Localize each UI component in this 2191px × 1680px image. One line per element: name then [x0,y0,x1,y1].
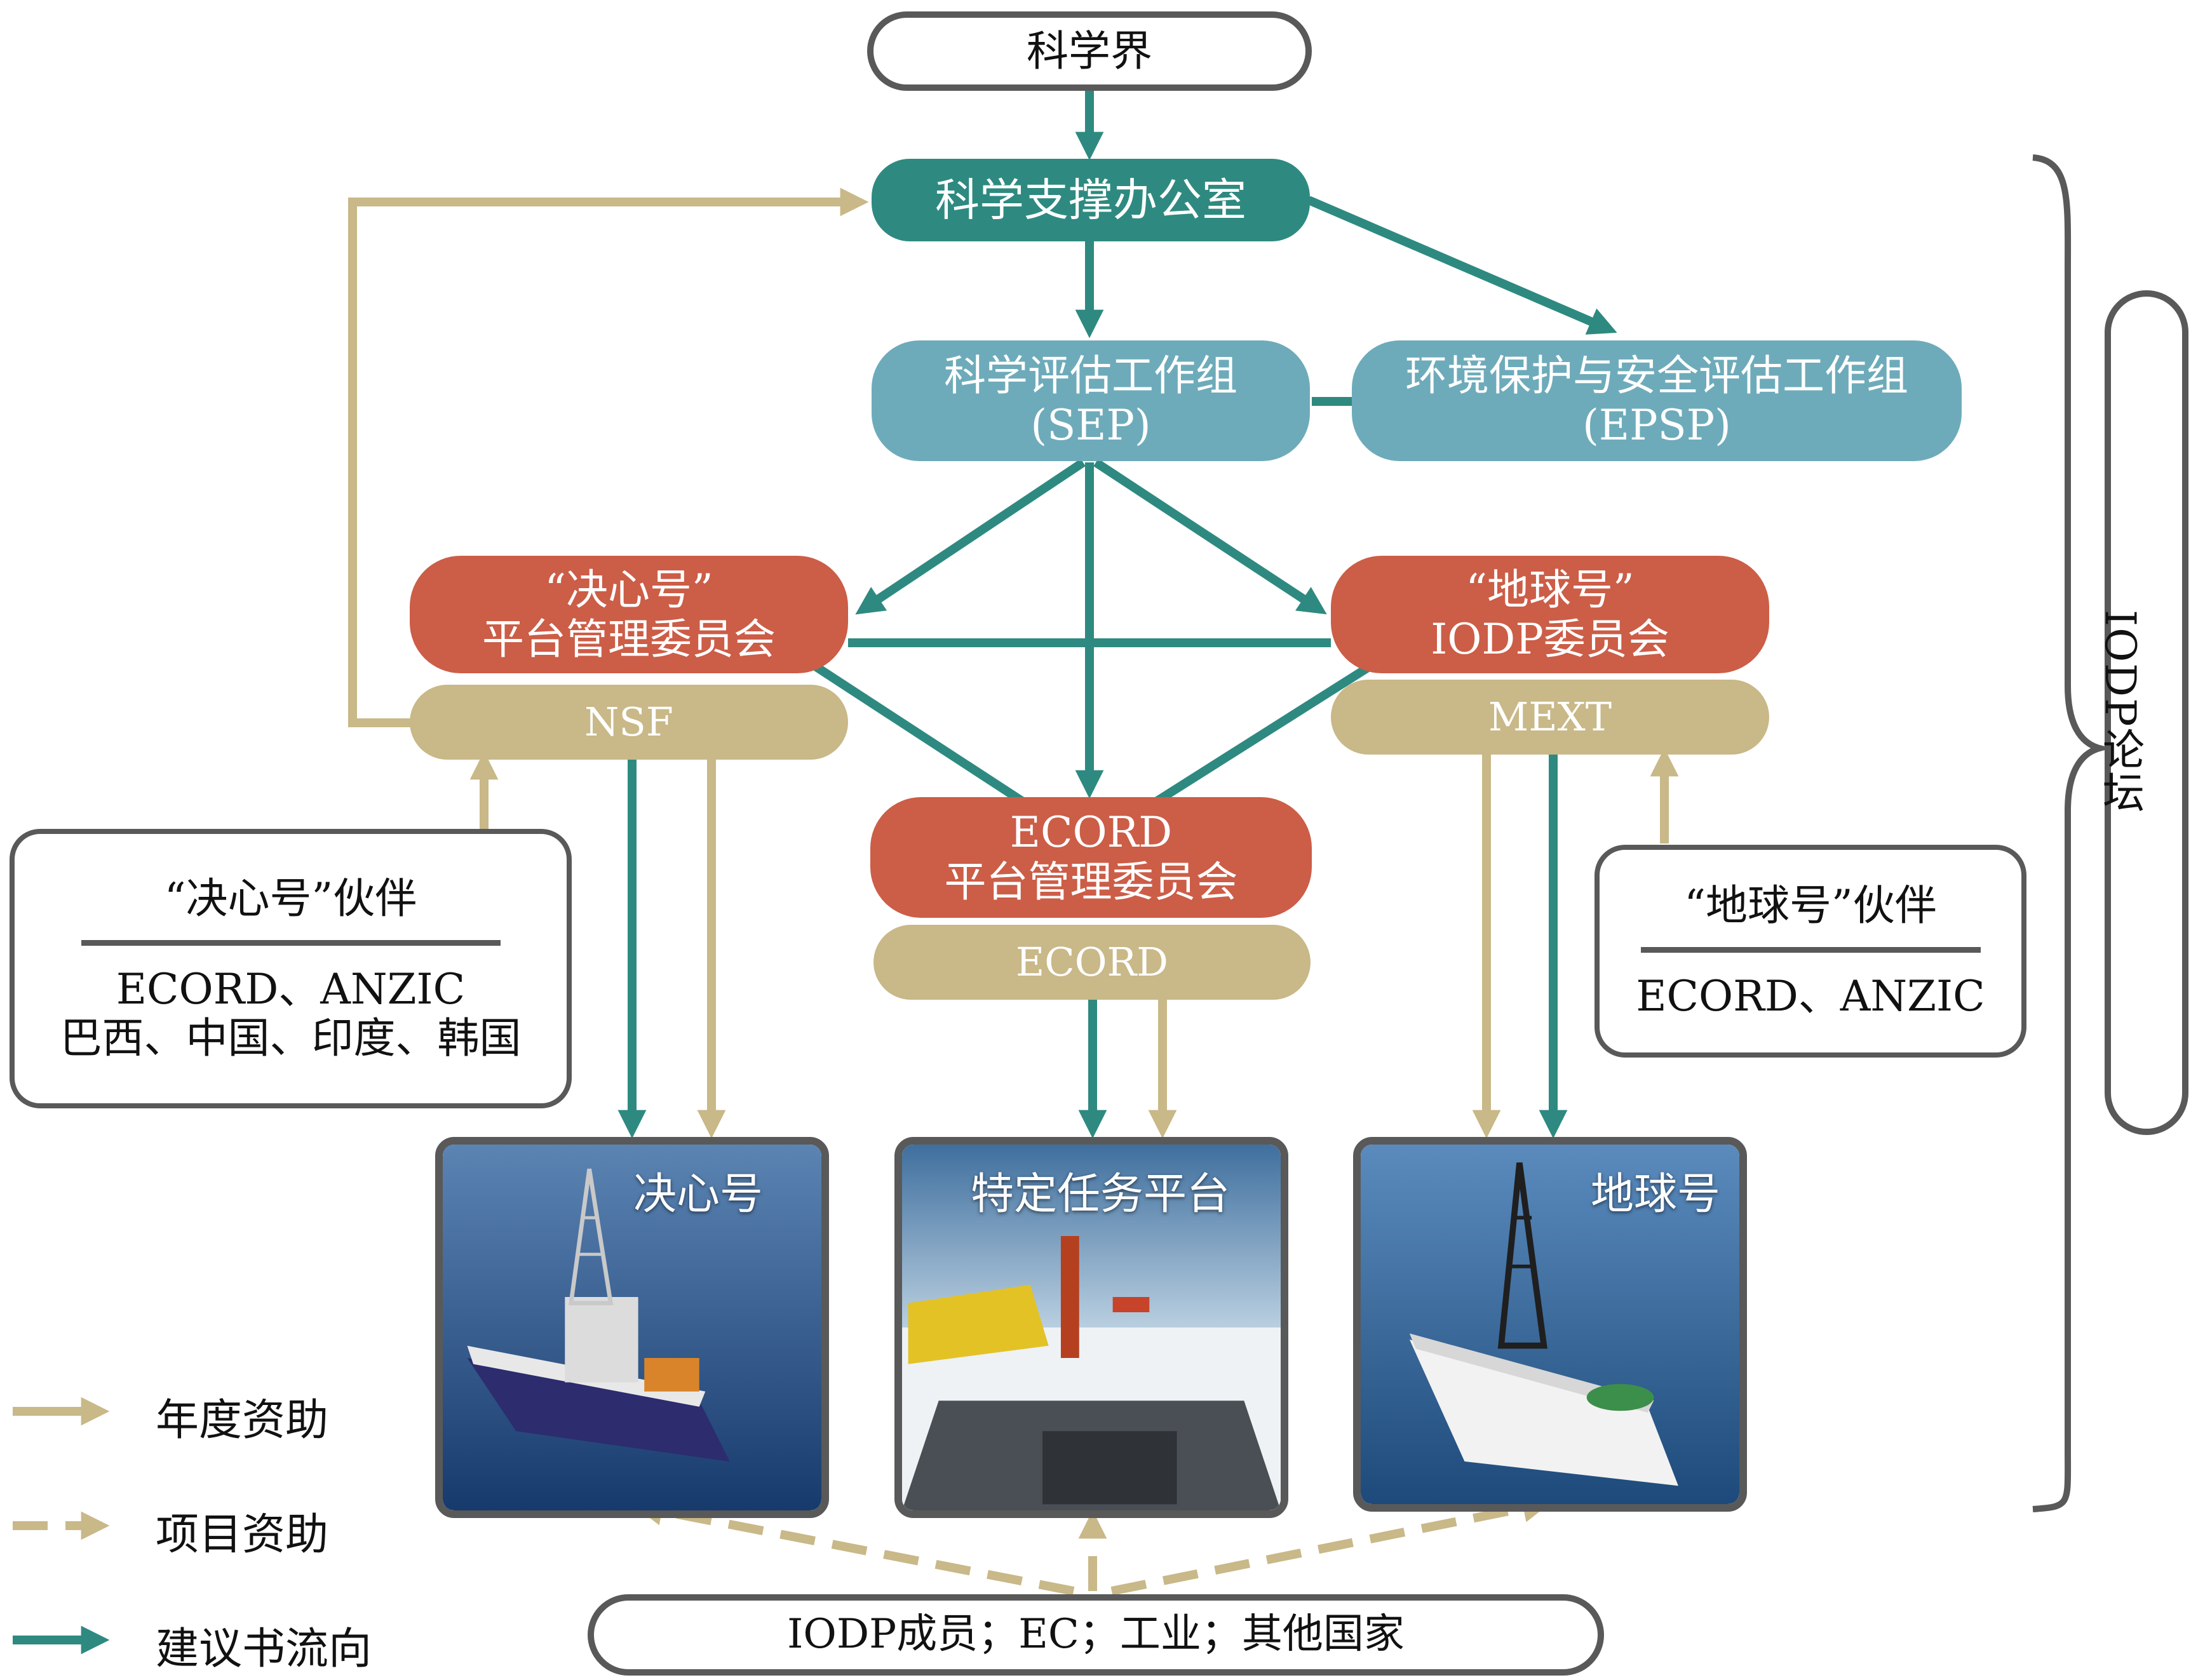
mext-node: MEXT [1331,680,1769,755]
ecord-panel-label-line1: ECORD [1009,808,1173,857]
arrow-sep-to-jr-panel [855,459,1086,615]
chikyu-partners-title: “地球号”伙伴 [1684,881,1937,931]
chikyu-partners-line1: ECORD、ANZIC [1636,972,1985,1021]
link-jr-panel-ecord [814,663,1025,805]
chikyu-photo: 地球号 [1353,1137,1747,1512]
arrow-funders-to-chikyu [1110,1494,1551,1596]
jr-partners-divider [81,939,501,946]
arrow-nsf-to-office [348,187,869,727]
nsf-node: NSF [410,685,848,760]
jr-panel-label-line1: “决心号” [544,565,713,614]
jr-partners-card: “决心号”伙伴 ECORD、ANZIC 巴西、中国、印度、韩国 [10,829,572,1108]
jr-partners-line2: 巴西、中国、印度、韩国 [60,1014,522,1063]
mext-label: MEXT [1488,694,1612,741]
scientific-community-node: 科学界 [867,11,1312,91]
arrow-funders-to-jr [634,1497,1075,1596]
science-support-office-label: 科学支撑办公室 [935,173,1246,226]
arrow-office-to-epsp [1307,196,1617,335]
sep-node: 科学评估工作组 (SEP) [872,340,1310,461]
iodp-forum-label: IODP论坛 [2096,610,2145,814]
link-chikyu-board-ecord [1154,663,1372,805]
legend-project-funding: 项目资助 [156,1510,329,1560]
nsf-label: NSF [584,699,673,746]
jr-panel-label-line2: 平台管理委员会 [482,614,776,664]
epsp-label-line2: (EPSP) [1582,401,1731,450]
jr-photo-title: 决心号 [633,1169,764,1220]
chikyu-partners-divider [1640,947,1981,953]
chikyu-partners-card: “地球号”伙伴 ECORD、ANZIC [1594,845,2026,1058]
jr-ship-illustration [443,1145,821,1510]
jr-photo: 决心号 [435,1137,829,1518]
epsp-label-line1: 环境保护与安全评估工作组 [1405,351,1908,401]
chikyu-photo-title: 地球号 [1591,1169,1721,1220]
arrow-sep-to-chikyu-board [1093,459,1327,615]
chikyu-ship-illustration [1361,1145,1739,1504]
legend-proposal-flow: 建议书流向 [156,1624,372,1674]
msp-photo-title: 特定任务平台 [971,1169,1230,1220]
forum-label-frame [2105,290,2188,1135]
funders-node: IODP成员；EC；工业；其他国家 [588,1594,1604,1676]
ecord-label: ECORD [1016,939,1168,986]
epsp-node: 环境保护与安全评估工作组 (EPSP) [1352,340,1962,461]
jr-panel-node: “决心号” 平台管理委员会 [410,556,848,673]
ecord-node: ECORD [873,925,1311,1000]
msp-photo: 特定任务平台 [894,1137,1288,1518]
chikyu-board-label-line1: “地球号” [1466,565,1635,614]
jr-partners-title: “决心号”伙伴 [164,873,417,923]
chikyu-board-label-line2: IODP委员会 [1431,614,1669,664]
sep-label-line2: (SEP) [1030,401,1151,450]
sep-label-line1: 科学评估工作组 [944,351,1237,401]
msp-ship-illustration [902,1145,1281,1510]
science-support-office-node: 科学支撑办公室 [872,159,1310,241]
funders-label: IODP成员；EC；工业；其他国家 [787,1611,1405,1658]
ecord-panel-node: ECORD 平台管理委员会 [870,797,1312,918]
forum-bracket [2032,154,2112,1512]
chikyu-board-node: “地球号” IODP委员会 [1331,556,1769,673]
legend-annual-funding: 年度资助 [156,1395,329,1446]
jr-partners-line1: ECORD、ANZIC [116,964,466,1014]
scientific-community-label: 科学界 [1027,26,1152,76]
ecord-panel-label-line2: 平台管理委员会 [944,857,1238,906]
